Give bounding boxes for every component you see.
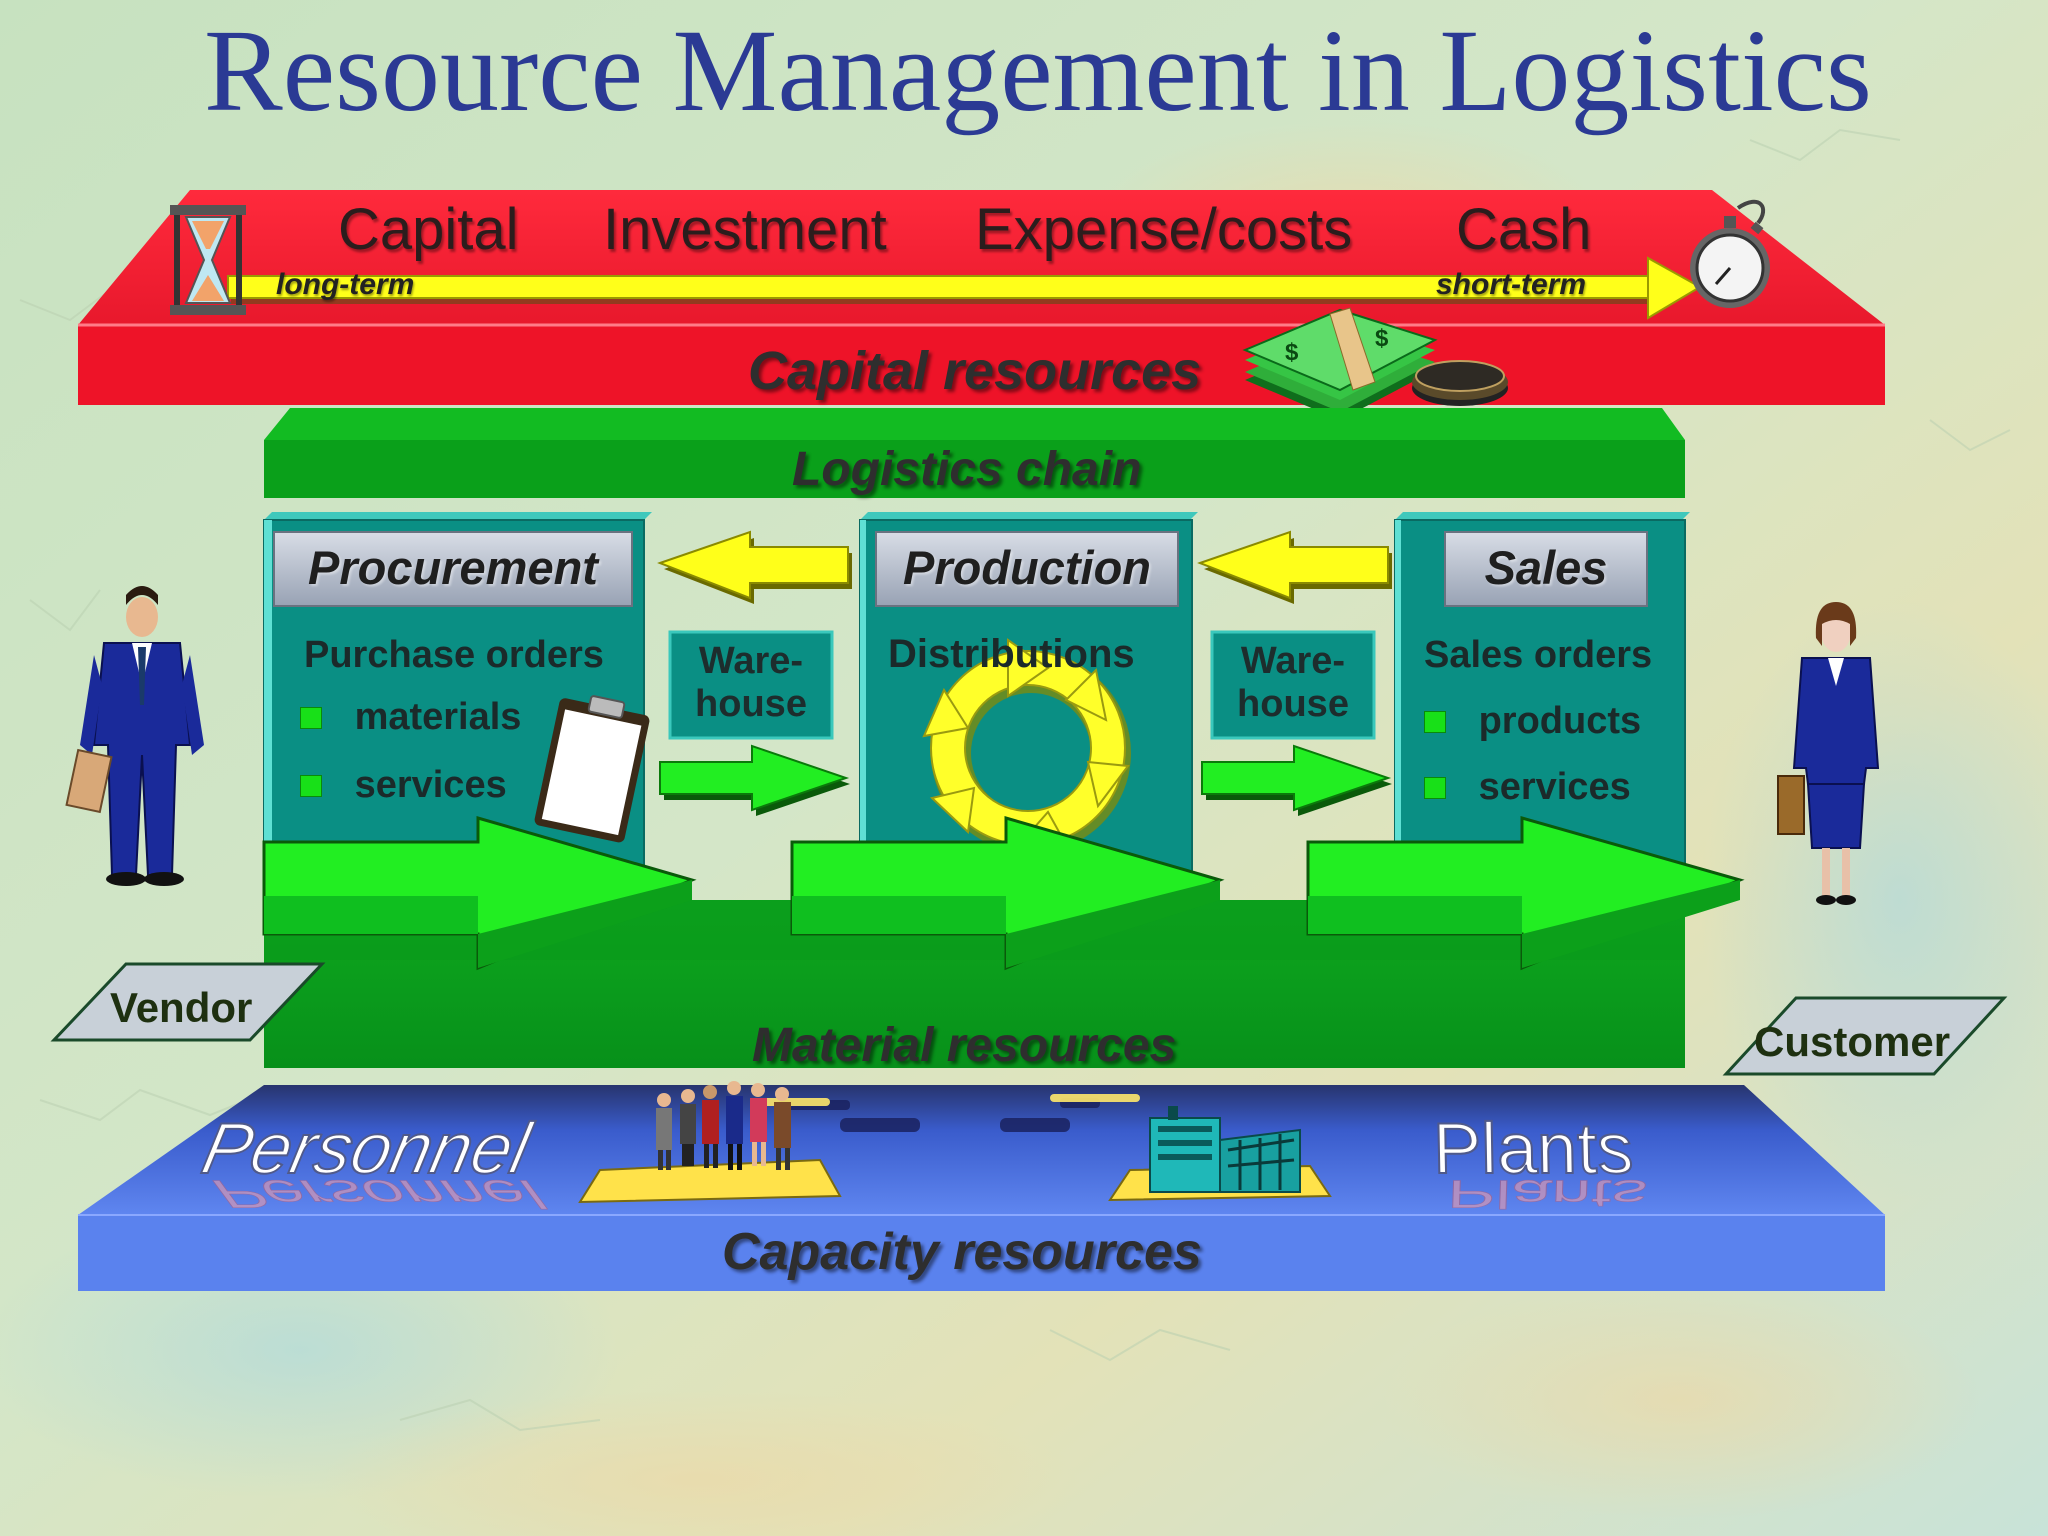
material-resources-label: Material resources — [752, 1019, 1177, 1072]
procurement-item-materials: materials — [300, 696, 521, 739]
logistics-chain-bar — [264, 408, 1685, 498]
top-word-cash: Cash — [1456, 197, 1592, 262]
short-term-label: short-term — [1436, 268, 1587, 301]
factory-icon — [1108, 1106, 1332, 1202]
people-group-icon — [578, 1081, 842, 1204]
procurement-item-services-label: services — [354, 764, 507, 806]
sales-header: Sales — [1484, 541, 1608, 594]
bullet-icon — [300, 707, 322, 729]
green-arrow-small-1 — [659, 744, 850, 816]
stopwatch-icon — [1690, 199, 1770, 308]
purchase-orders-heading: Purchase orders — [304, 634, 604, 676]
procurement-item-services: services — [300, 764, 507, 807]
page-title: Resource Management in Logistics — [204, 5, 1872, 136]
hourglass-icon — [170, 205, 246, 315]
sales-item-products: products — [1424, 700, 1641, 743]
procurement-item-materials-label: materials — [354, 696, 522, 738]
big-green-arrow-1 — [262, 816, 697, 971]
warehouse-left-label: Ware- house — [695, 640, 807, 725]
time-arrow — [227, 256, 1703, 320]
plants-label: Plants — [1422, 1108, 1641, 1190]
bullet-icon — [300, 775, 322, 797]
customer-tag — [1722, 996, 2008, 1076]
capital-slab — [78, 190, 1885, 405]
capital-resources-label: Capital resources — [748, 341, 1202, 401]
big-green-arrow-2 — [790, 816, 1225, 971]
yellow-arrow-left-1 — [657, 530, 852, 604]
distributions-heading: Distributions — [888, 632, 1135, 676]
sales-item-products-label: products — [1478, 700, 1642, 742]
money-icon: $ $ — [1242, 307, 1508, 420]
personnel-label: Personnel — [194, 1108, 537, 1190]
businesswoman-icon — [1777, 602, 1880, 905]
warehouse-right-box — [1210, 630, 1376, 740]
customer-label: Customer — [1754, 1018, 1951, 1065]
logistics-chain-label: Logistics chain — [792, 443, 1142, 496]
bullet-icon — [1424, 777, 1446, 799]
svg-text:$: $ — [1285, 339, 1299, 366]
procurement-header: Procurement — [308, 541, 598, 594]
top-word-investment: Investment — [603, 197, 887, 262]
clipboard-icon — [534, 695, 650, 843]
warehouse-right-label: Ware- house — [1237, 640, 1349, 725]
capacity-slab — [78, 1085, 1885, 1291]
warehouse-left-box — [668, 630, 834, 740]
green-arrow-small-2 — [1201, 744, 1392, 816]
capacity-resources-label: Capacity resources — [722, 1223, 1202, 1281]
long-term-label: long-term — [276, 268, 415, 301]
production-header: Production — [902, 541, 1152, 594]
yellow-arrow-left-2 — [1197, 530, 1392, 604]
businessman-icon — [65, 586, 204, 886]
vendor-tag — [50, 962, 326, 1042]
big-green-arrow-3 — [1306, 816, 1745, 971]
sales-item-services-label: services — [1478, 766, 1631, 808]
vendor-label: Vendor — [110, 984, 253, 1031]
svg-text:$: $ — [1375, 325, 1389, 352]
top-word-capital: Capital — [338, 197, 519, 262]
sales-orders-heading: Sales orders — [1424, 634, 1653, 676]
bullet-icon — [1424, 711, 1446, 733]
sales-item-services: services — [1424, 766, 1631, 809]
top-word-expense-costs: Expense/costs — [975, 197, 1353, 262]
